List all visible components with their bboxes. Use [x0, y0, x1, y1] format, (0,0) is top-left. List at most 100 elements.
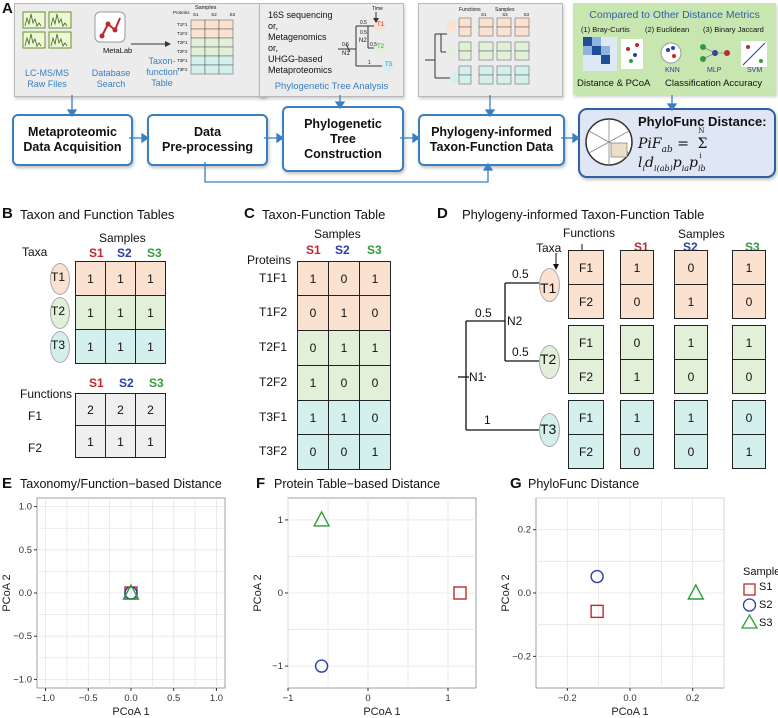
mini-row: T3F2	[177, 67, 188, 72]
d-value-cell: 0	[674, 250, 708, 285]
c-row-label: T1F2	[259, 305, 288, 319]
b-taxa-cell: 1	[135, 329, 166, 364]
knn-icon	[660, 42, 682, 64]
source-line: Metaproteomics	[268, 65, 333, 75]
panel-b-letter: B	[2, 205, 13, 222]
d-taxon-t2-marker	[539, 345, 560, 379]
b-s3: S3	[147, 246, 162, 260]
c-row-label: T3F2	[259, 444, 288, 458]
source-line: Metagenomics	[268, 32, 327, 42]
sum-lower: i	[699, 152, 702, 160]
tree-analysis-caption: Phylogenetic Tree Analysis	[274, 81, 389, 92]
mini-s3b: S3	[523, 12, 529, 17]
mini-row: T2F1	[177, 40, 188, 45]
d-value-cell: 0	[674, 359, 708, 394]
c-cell: 0	[328, 261, 360, 297]
d-functions-label: Functions	[563, 226, 616, 240]
classification-label: Classification Accuracy	[665, 78, 763, 89]
d-value-cell: 1	[620, 359, 654, 394]
point-s2	[590, 569, 604, 584]
c-row-label: T3F1	[259, 410, 288, 424]
step-line: Pre-processing	[161, 140, 253, 154]
formula-lhs: PiFab =	[638, 136, 689, 155]
x-tick-label: −0.2	[558, 693, 577, 704]
c-cell: 0	[359, 295, 391, 331]
knn-label: KNN	[665, 67, 680, 74]
c-row-label: T2F1	[259, 340, 288, 354]
time-label: Time	[372, 6, 383, 12]
panel-f-title: Protein Table−based Distance	[274, 477, 441, 491]
mini-samples-label-2: Samples	[495, 7, 515, 13]
metric-euclidean: (2) Euclidean	[645, 25, 690, 34]
c-cell: 1	[359, 261, 391, 297]
panel-b-title: Taxon and Function Tables	[20, 207, 175, 222]
panel-g-title: PhyloFunc Distance	[528, 477, 640, 491]
point-s1	[590, 604, 604, 619]
y-tick-label: 1.0	[19, 502, 32, 513]
panel-e-letter: E	[2, 475, 13, 492]
x-tick-label: 1	[445, 693, 450, 704]
mlp-label: MLP	[707, 67, 722, 74]
metalab-label: MetaLab	[103, 46, 133, 55]
raw-files-icon	[22, 11, 72, 49]
d-value-cell: 0	[732, 284, 766, 319]
x-axis-label: PCoA 1	[363, 706, 400, 718]
y-tick-label: 0	[278, 588, 283, 599]
c-row-label: T2F2	[259, 375, 288, 389]
d-function-cell: F1	[568, 250, 604, 285]
step-line: Construction	[304, 146, 382, 161]
comparison-title: Compared to Other Distance Metrics	[589, 9, 760, 21]
d-node-t3: T3	[540, 421, 557, 437]
mini-s1b: S1	[481, 12, 487, 17]
step-line: Data	[193, 125, 222, 139]
svm-label: SVM	[747, 67, 763, 74]
c-samples-label: Samples	[314, 227, 361, 241]
b-func-cell: 2	[105, 393, 136, 426]
x-tick-label: 0.5	[167, 693, 180, 704]
panel-d-title: Phylogeny-informed Taxon-Function Table	[462, 207, 705, 222]
panel-a-arrows	[66, 95, 678, 183]
b-taxa-cell: 1	[135, 261, 166, 296]
d-value-cell: 0	[732, 359, 766, 394]
acquisition-graphics	[22, 11, 234, 75]
table-caption: Taxon- function Table	[135, 56, 189, 89]
b-samples-label: Samples	[99, 231, 146, 245]
panel-d-letter: D	[437, 205, 448, 222]
y-axis-label: PCoA 2	[252, 574, 264, 611]
point-s1	[453, 586, 467, 600]
y-tick-label: −0.5	[13, 631, 32, 642]
b-taxa-cell: 1	[135, 295, 166, 330]
tree-n1: N1	[342, 51, 350, 57]
legend-markers	[740, 583, 759, 629]
point-s2	[314, 659, 329, 673]
caption-line: Database	[91, 68, 131, 78]
c-cell: 0	[328, 434, 360, 470]
heatmap-icon	[583, 37, 617, 71]
d-len-t3: 1	[484, 413, 491, 427]
tree-t2: T2	[377, 44, 385, 50]
d-node-t2: T2	[540, 351, 557, 367]
point-s3	[312, 510, 331, 527]
caption-line: Search	[96, 79, 126, 89]
mini-row: T1F1	[177, 22, 188, 27]
mini-functions-label: Functions	[459, 7, 481, 13]
caption-line: LC-MS/MS	[24, 68, 69, 78]
pcoa-icon	[621, 39, 643, 69]
b-taxon-t1-marker	[50, 263, 70, 295]
d-taxon-t1-marker	[539, 268, 560, 302]
x-tick-label: −1.0	[36, 693, 55, 704]
mini-samples-label: Samples	[195, 5, 217, 11]
legend-circle-icon	[742, 598, 757, 612]
step-line: Phylogeny-informed	[431, 125, 552, 139]
x-tick-label: −1	[283, 693, 294, 704]
panel-c-title: Taxon-Function Table	[262, 207, 386, 222]
mini-row: T3F1	[177, 58, 188, 63]
tree-len-1: 0.5	[360, 20, 367, 26]
x-tick-label: −0.5	[79, 693, 98, 704]
b-taxon-t3-marker	[50, 331, 70, 363]
mini-phylo-table	[425, 17, 530, 85]
